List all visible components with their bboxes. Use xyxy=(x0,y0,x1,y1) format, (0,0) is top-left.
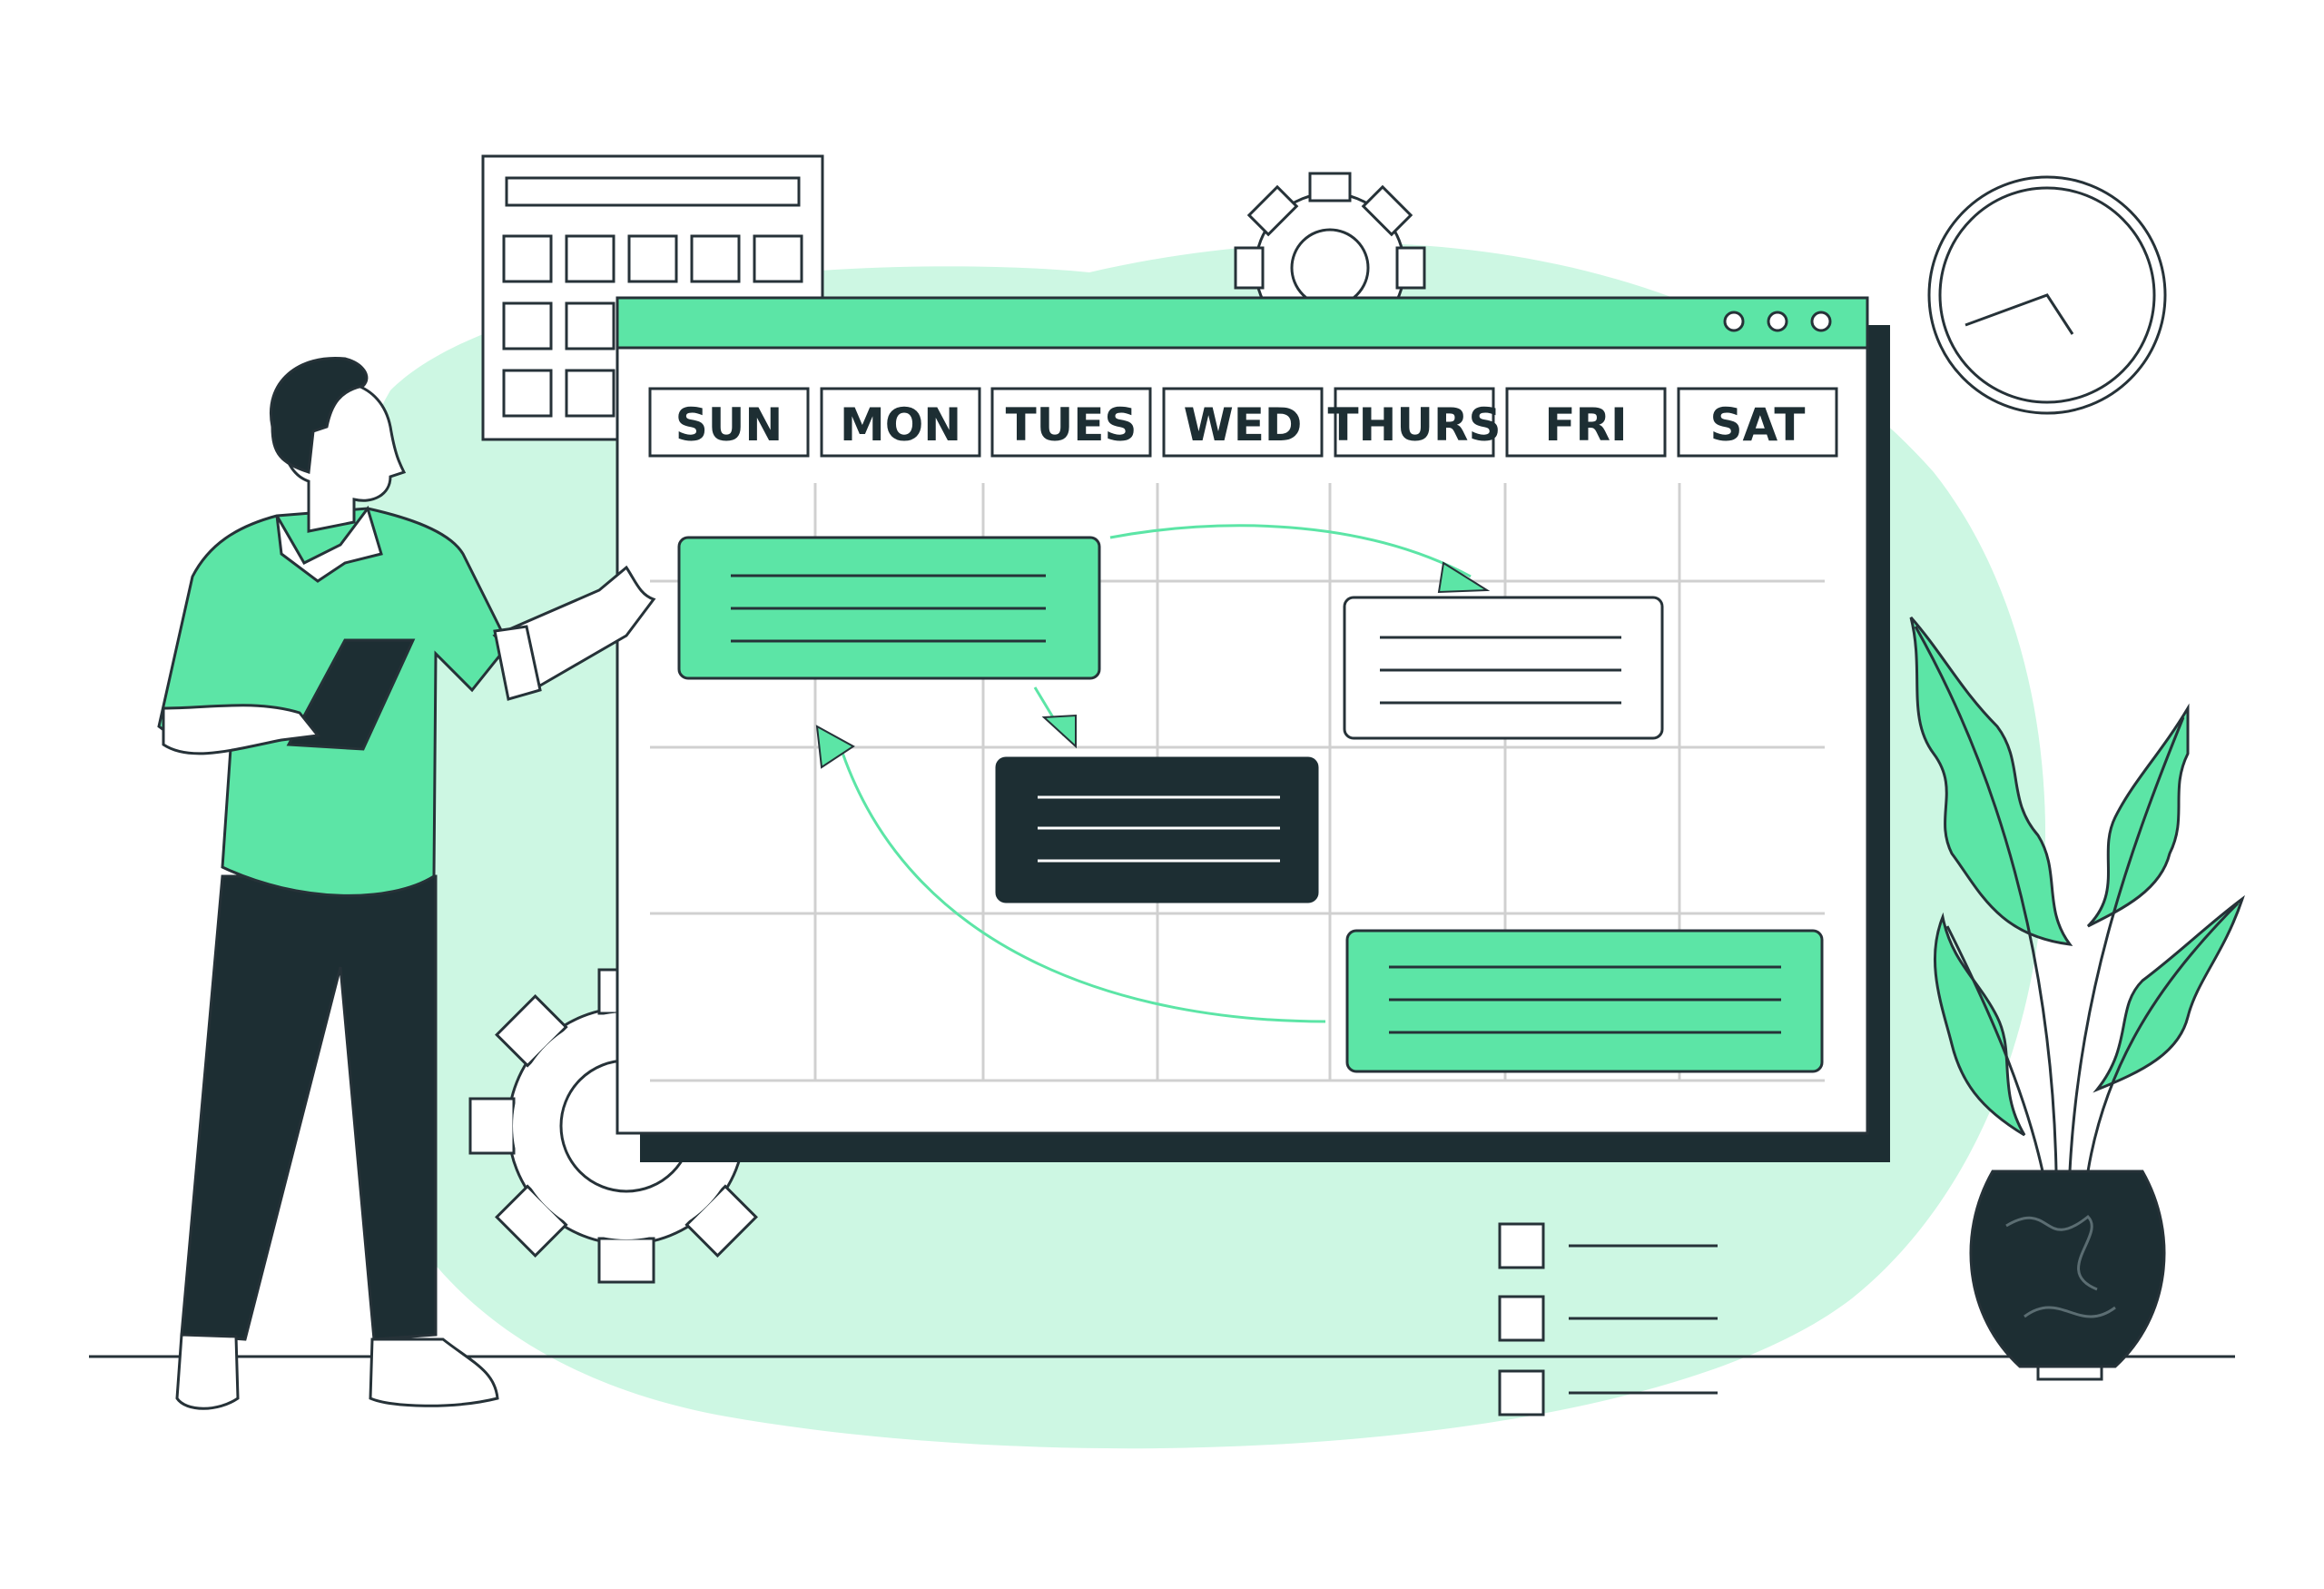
day-label: WED xyxy=(1184,399,1303,451)
day-label: SAT xyxy=(1710,399,1806,451)
plant-pot xyxy=(1969,1170,2166,1368)
day-header-sun[interactable]: SUN xyxy=(648,387,810,458)
checklist-icon xyxy=(1498,1222,1718,1416)
day-label: FRI xyxy=(1544,399,1627,451)
day-label: THURS xyxy=(1327,399,1501,451)
day-label: MON xyxy=(840,399,961,451)
day-headers: SUN MON TUES WED THURS FRI SAT xyxy=(648,387,1838,458)
plant-icon xyxy=(1909,617,2245,1381)
window-titlebar xyxy=(615,296,1869,350)
event-card-white[interactable] xyxy=(1343,596,1664,740)
window-dot-icon[interactable] xyxy=(1767,311,1788,332)
day-header-thurs[interactable]: THURS xyxy=(1327,387,1502,458)
person-shoe xyxy=(175,1333,240,1410)
event-card-dark[interactable] xyxy=(995,756,1319,903)
tablet-icon xyxy=(286,638,416,751)
event-card-green-1[interactable] xyxy=(677,536,1101,680)
window-dot-icon[interactable] xyxy=(1723,311,1745,332)
day-header-wed[interactable]: WED xyxy=(1162,387,1324,458)
window-dot-icon[interactable] xyxy=(1810,311,1832,332)
day-header-mon[interactable]: MON xyxy=(820,387,981,458)
person-shoe xyxy=(369,1337,499,1407)
arrow-head-icon xyxy=(815,561,1491,769)
clock-icon xyxy=(1927,175,2167,415)
day-header-fri[interactable]: FRI xyxy=(1505,387,1667,458)
person-hair xyxy=(270,356,369,475)
event-card-green-2[interactable] xyxy=(1345,929,1824,1073)
day-label: TUES xyxy=(1006,399,1137,451)
day-label: SUN xyxy=(675,399,783,451)
person-pants xyxy=(180,874,438,1341)
day-header-sat[interactable]: SAT xyxy=(1677,387,1838,458)
person-figure xyxy=(157,356,656,1410)
day-header-tues[interactable]: TUES xyxy=(990,387,1152,458)
